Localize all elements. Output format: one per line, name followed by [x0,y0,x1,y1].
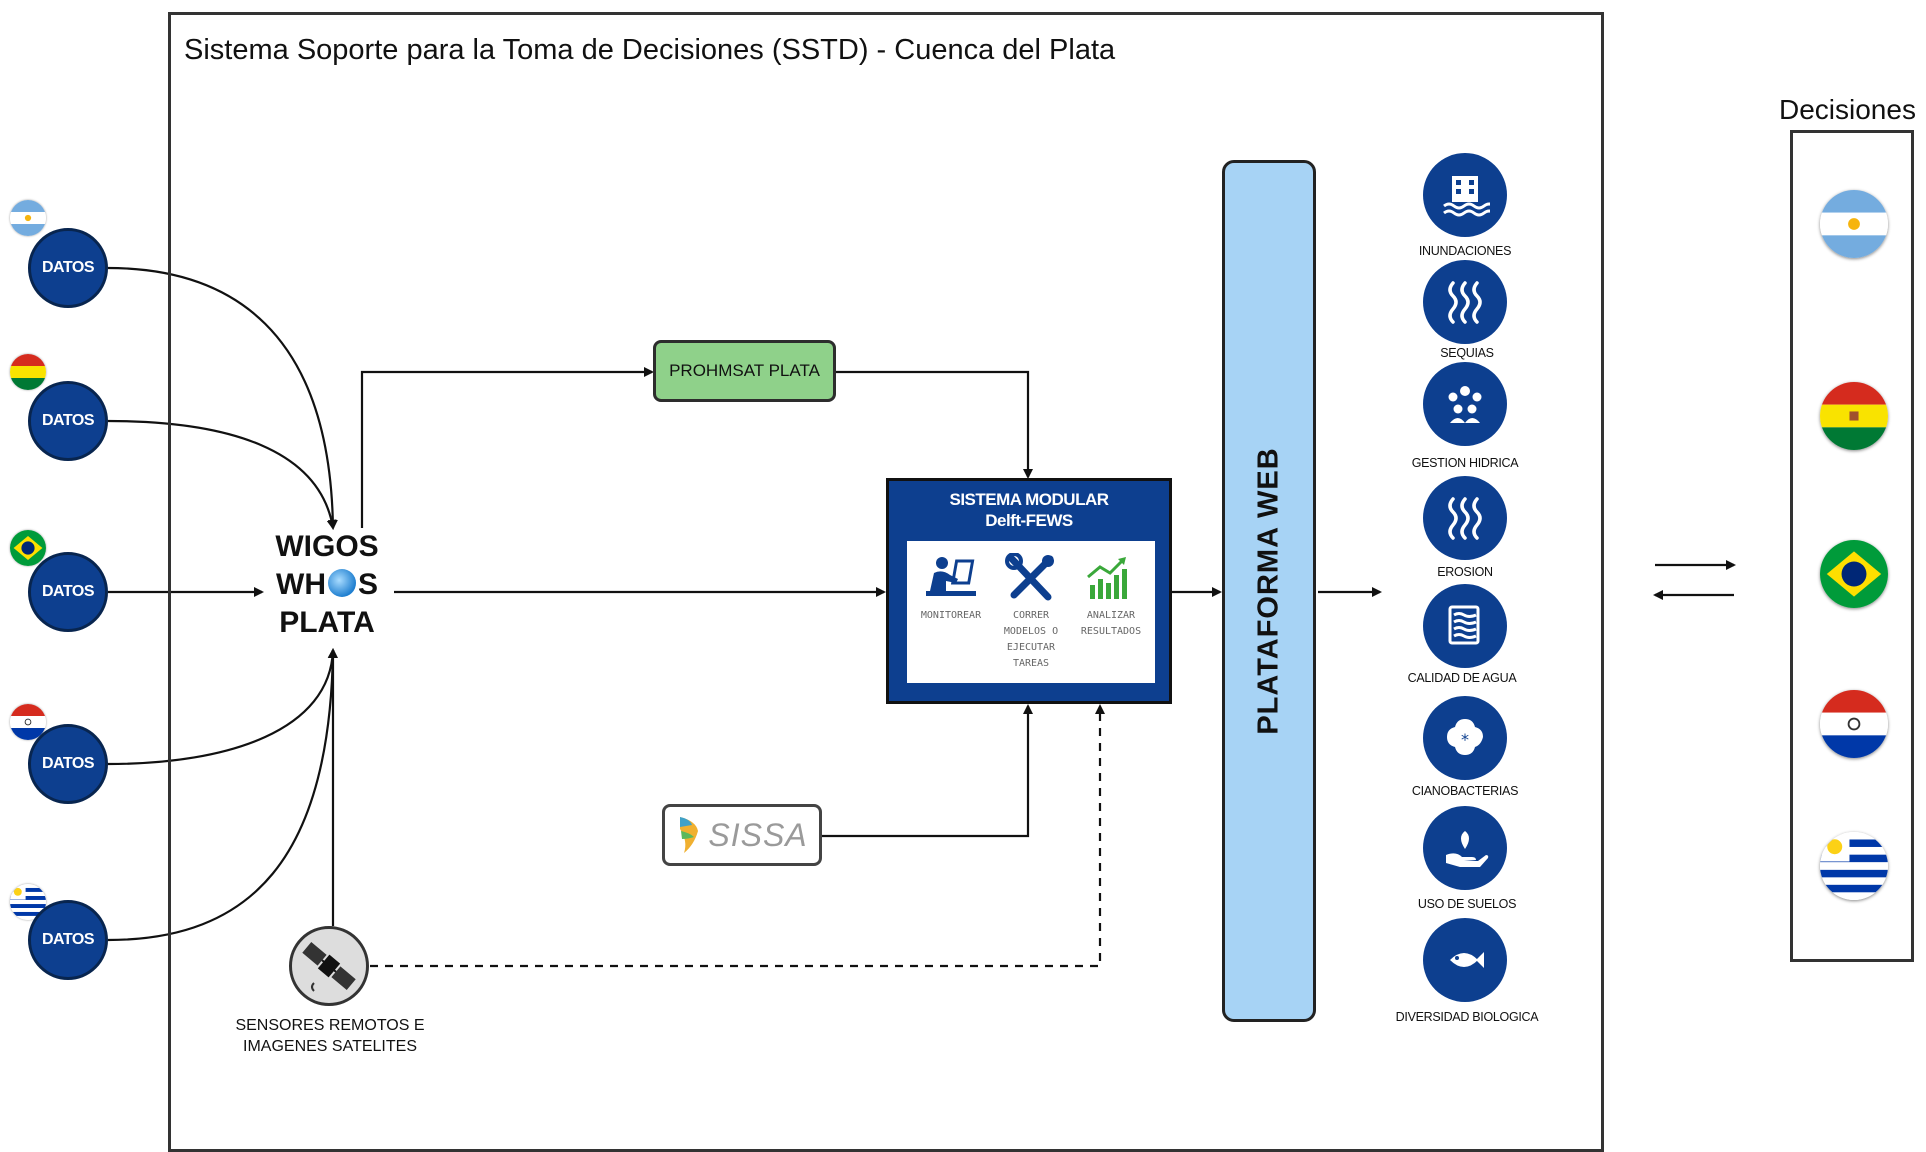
sissa-logo-icon [680,817,699,853]
sissa-label: SISSA [708,816,808,853]
delft-fews-node: SISTEMA MODULAR Delft-FEWS MONITOREAR CO… [886,478,1172,704]
fews-item-label: CORRER MODELOS O EJECUTAR TAREAS [1003,610,1059,669]
line-sensor-fews [370,704,1105,968]
satellite-icon [289,926,369,1006]
curve-datos-1 [107,266,338,530]
topic-erosion [1423,476,1507,560]
topic-label: DIVERSIDAD BIOLOGICA [1395,1010,1539,1024]
fews-title: SISTEMA MODULAR Delft-FEWS [949,490,1109,530]
topic-label: CIANOBACTERIAS [1411,784,1519,798]
plataforma-web-label: PLATAFORMA WEB [1252,447,1285,735]
datos-node: DATOS [28,552,108,632]
heat-waves-icon [1423,476,1507,560]
tools-icon [1005,552,1054,601]
plataforma-web-node: PLATAFORMA WEB [1222,160,1316,1022]
topic-label: GESTION HIDRICA [1411,456,1519,470]
sensor-label: SENSORES REMOTOS E IMAGENES SATELITES [235,1017,425,1055]
flag-paraguay-icon [1820,690,1888,758]
datos-node: DATOS [28,724,108,804]
topic-calidad-de-agua [1423,584,1507,668]
monitor-person-icon [926,557,976,596]
topic-uso-de-suelos [1423,806,1507,890]
topic-label: USO DE SUELOS [1417,897,1517,911]
curve-datos-5 [107,649,335,942]
topic-label: EROSION [1437,565,1493,579]
fews-item-correr: CORRER MODELOS O EJECUTAR TAREAS [991,552,1071,672]
fews-item-analizar: ANALIZAR RESULTADOS [1071,553,1151,640]
line-prohmsat-fews [836,370,1033,479]
topic-diversidad-biologica [1423,918,1507,1002]
wigos-label: WIGOS [275,530,379,563]
svg-text:*: * [1461,730,1469,749]
connectors [107,266,1736,968]
topic-label: INUNDACIONES [1418,244,1512,258]
flag-bolivia-icon [10,354,46,390]
decisiones-title: Decisiones [1779,94,1916,125]
flag-bolivia-icon [1820,382,1888,450]
hand-plant-icon [1423,806,1507,890]
flood-icon [1423,153,1507,237]
topic-inundaciones [1423,153,1507,237]
datos-node: DATOS [28,900,108,980]
people-group-icon [1423,362,1507,446]
plata-label: PLATA [279,606,375,639]
flag-brasil-icon [10,530,46,566]
topic-cianobacterias: * [1423,696,1507,780]
line-sissa-fews [822,704,1033,838]
topic-sequias [1423,260,1507,344]
heat-waves-icon [1423,260,1507,344]
flag-brasil-icon [1820,540,1888,608]
fews-item-monitorear: MONITOREAR [911,553,991,624]
datos-node: DATOS [28,228,108,308]
fews-panel: MONITOREAR CORRER MODELOS O EJECUTAR TAR… [907,541,1155,683]
water-layers-icon [1423,584,1507,668]
fish-icon [1423,918,1507,1002]
globe-icon [327,569,356,597]
decisiones-box [1790,130,1914,962]
topic-label: SEQUIAS [1440,346,1494,360]
flag-argentina-icon [10,200,46,236]
growth-chart-icon [1087,557,1127,599]
diagram-title: Sistema Soporte para la Toma de Decision… [184,34,1116,66]
fews-item-label: MONITOREAR [920,610,982,621]
cell-icon: * [1423,696,1507,780]
fews-item-label: ANALIZAR RESULTADOS [1080,610,1142,637]
topic-label: CALIDAD DE AGUA [1407,671,1517,685]
flag-uruguay-icon [1820,832,1888,900]
datos-node: DATOS [28,381,108,461]
curve-datos-2 [107,419,337,530]
prohmsat-plata-node: PROHMSAT PLATA [653,340,836,402]
flag-argentina-icon [1820,190,1888,258]
topic-gestion-hidrica [1423,362,1507,446]
sissa-node: SISSA [662,804,822,866]
line-wigos-prohmsat [360,367,654,528]
curve-datos-4 [107,648,338,766]
